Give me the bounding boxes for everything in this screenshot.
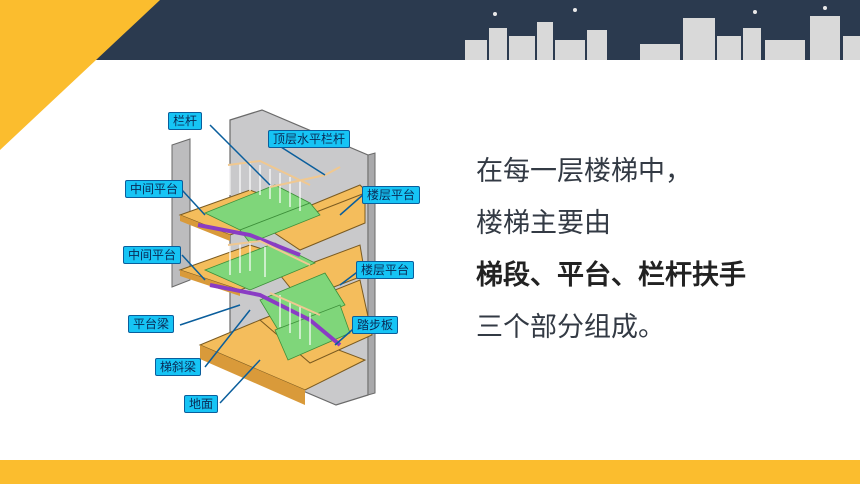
text-line-4: 三个部分组成。 — [476, 312, 665, 343]
label-mid-landing-2: 中间平台 — [123, 246, 182, 264]
city-skyline-graphic — [465, 6, 860, 60]
label-railing: 栏杆 — [168, 112, 203, 130]
footer-bar — [0, 460, 860, 484]
yellow-corner-triangle — [0, 0, 160, 150]
label-top-rail: 顶层水平栏杆 — [268, 130, 351, 148]
text-line-3-emphasis: 梯段、平台、栏杆扶手 — [476, 260, 746, 291]
label-ground: 地面 — [184, 395, 219, 413]
label-stair-beam: 梯斜梁 — [155, 358, 202, 376]
text-line-2: 楼梯主要由 — [476, 208, 611, 239]
description-text: 在每一层楼梯中， 楼梯主要由 梯段、平台、栏杆扶手 三个部分组成。 — [476, 146, 746, 354]
label-landing-beam: 平台梁 — [128, 315, 175, 333]
text-line-1: 在每一层楼梯中， — [476, 156, 692, 187]
label-floor-landing-2: 楼层平台 — [356, 261, 415, 279]
staircase-illustration — [171, 109, 376, 406]
label-tread: 踏步板 — [352, 316, 399, 334]
label-floor-landing-1: 楼层平台 — [362, 186, 421, 204]
label-mid-landing-1: 中间平台 — [125, 180, 184, 198]
